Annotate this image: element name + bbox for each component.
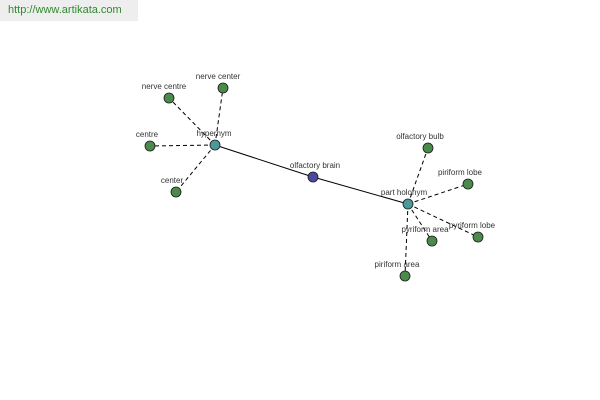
edge-ph-pa1 xyxy=(407,203,433,242)
node-label-c1: centre xyxy=(136,130,159,139)
edge-hyp-c1 xyxy=(149,144,216,147)
nodes-layer xyxy=(144,82,484,282)
node-pl2[interactable] xyxy=(472,231,484,243)
node-nc1[interactable] xyxy=(163,92,175,104)
node-ob[interactable] xyxy=(422,142,434,154)
node-root[interactable] xyxy=(307,171,319,183)
node-label-pl1: piriform lobe xyxy=(438,168,483,177)
node-nc2[interactable] xyxy=(217,82,229,94)
site-url-watermark: http://www.artikata.com xyxy=(0,0,138,21)
edge-ph-ob xyxy=(407,147,429,205)
edge-ph-pl1 xyxy=(407,183,469,205)
node-label-nc1: nerve centre xyxy=(142,82,187,91)
node-label-hyp: hypernym xyxy=(196,129,231,138)
node-label-nc2: nerve center xyxy=(196,72,241,81)
node-label-ob: olfactory bulb xyxy=(396,132,444,141)
node-label-c2: center xyxy=(161,176,184,185)
edge-hyp-c2 xyxy=(175,144,216,193)
edge-root-hyp xyxy=(214,144,314,178)
node-label-root: olfactory brain xyxy=(290,161,340,170)
node-pa1[interactable] xyxy=(426,235,438,247)
node-c1[interactable] xyxy=(144,140,156,152)
node-label-pa1: pyriform area xyxy=(401,225,449,234)
labels-layer: olfactory brain hypernym part holonym nerve… xyxy=(136,72,496,269)
node-pl1[interactable] xyxy=(462,178,474,190)
node-c2[interactable] xyxy=(170,186,182,198)
edge-hyp-nc1 xyxy=(168,97,216,146)
node-ph[interactable] xyxy=(402,198,414,210)
node-hyp[interactable] xyxy=(209,139,221,151)
edge-hyp-nc2 xyxy=(214,87,224,146)
node-label-pl2: pyriform lobe xyxy=(449,221,496,230)
node-label-pa2: piriform area xyxy=(375,260,420,269)
node-pa2[interactable] xyxy=(399,270,411,282)
edges-layer xyxy=(149,87,479,277)
edge-ph-pl2 xyxy=(407,203,479,238)
edge-ph-pa2 xyxy=(404,203,409,277)
node-label-ph: part holonym xyxy=(381,188,428,197)
edge-root-ph xyxy=(312,176,409,205)
